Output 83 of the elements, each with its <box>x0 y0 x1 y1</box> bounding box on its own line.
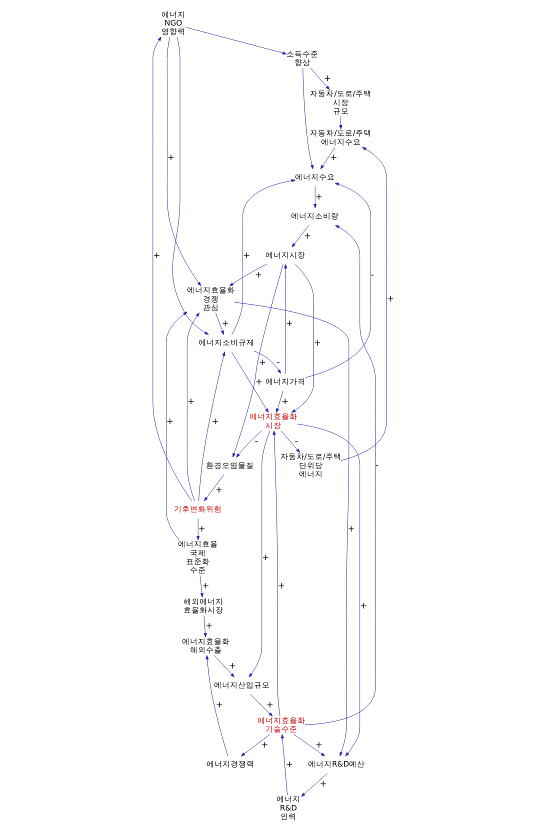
edge-label: + <box>215 700 223 710</box>
edge-label: + <box>303 231 311 242</box>
edge-label: + <box>330 153 337 164</box>
edge-label: + <box>360 601 367 612</box>
arrow <box>166 36 201 286</box>
edge-label: + <box>313 338 321 348</box>
edge-label: + <box>314 192 322 202</box>
arrow <box>310 68 330 90</box>
arrow <box>198 352 225 502</box>
arrow <box>205 655 228 756</box>
arrow <box>199 575 204 598</box>
edge-label: + <box>314 740 322 750</box>
arrow <box>293 734 325 756</box>
arrow <box>186 27 286 54</box>
edge-label: - <box>294 436 298 447</box>
arrow <box>290 264 314 413</box>
arrow <box>234 302 349 756</box>
arrow <box>228 264 267 286</box>
arrow <box>280 430 300 453</box>
edge-label: + <box>214 485 222 496</box>
edge-label: + <box>254 270 262 280</box>
edge-label: + <box>254 377 262 388</box>
edge-label: - <box>370 270 374 280</box>
arrow <box>214 312 224 335</box>
edge-label: + <box>347 524 354 534</box>
arrow <box>196 518 200 540</box>
edge-label: + <box>285 318 293 329</box>
edge-label: + <box>152 250 160 261</box>
arrow <box>304 182 371 378</box>
edge-label: + <box>266 700 274 710</box>
arrow <box>231 179 296 335</box>
arrow <box>313 186 316 208</box>
arrow <box>272 430 280 716</box>
arrow <box>186 312 200 502</box>
arrow <box>300 773 327 797</box>
arrow <box>203 474 224 502</box>
arrow <box>236 430 262 458</box>
edge-label: + <box>166 416 174 427</box>
arrow <box>152 36 192 502</box>
arrow <box>296 424 360 756</box>
edge-label: + <box>198 524 205 534</box>
edge-label: + <box>242 250 250 261</box>
edge-label: + <box>166 153 174 164</box>
arrow <box>284 264 287 374</box>
arrow <box>291 225 308 248</box>
node-text: 에너지효율화 시장 <box>249 412 298 430</box>
arrow <box>253 350 281 374</box>
arrow <box>248 430 270 678</box>
arrow <box>320 147 335 170</box>
edge-label: + <box>258 358 266 368</box>
edge-label: + <box>323 74 331 84</box>
edge-label: - <box>254 436 258 447</box>
arrow <box>240 734 270 756</box>
arrow <box>165 312 188 540</box>
arrow <box>302 68 314 170</box>
edge-label: + <box>260 740 268 750</box>
edge-label: + <box>285 760 293 770</box>
edge-label: + <box>281 396 288 407</box>
arrow <box>172 36 208 335</box>
node-text: 기후변화위험 <box>174 504 222 514</box>
edge-label: + <box>386 294 394 305</box>
edge-label: + <box>228 661 236 672</box>
edge-label: - <box>375 461 378 472</box>
arrow <box>340 147 386 461</box>
arrow <box>203 615 206 638</box>
arrow <box>232 264 283 458</box>
arrow <box>304 225 376 726</box>
edge-label: + <box>277 581 284 592</box>
edge-label: + <box>186 396 194 407</box>
edge-label: + <box>221 318 228 329</box>
edge-label: + <box>211 416 218 427</box>
arrow <box>249 694 272 716</box>
arrow <box>280 734 288 796</box>
edge-label: + <box>204 621 212 632</box>
node-text: 에너지효율화 기술수준 <box>256 716 305 734</box>
arrow <box>338 116 342 130</box>
edge-label: + <box>262 552 269 563</box>
edge-label: + <box>202 581 209 592</box>
edge-label: - <box>276 358 280 368</box>
arrow <box>230 352 268 413</box>
edge-label: + <box>319 779 326 790</box>
arrow <box>214 655 234 678</box>
arrow <box>276 390 283 413</box>
